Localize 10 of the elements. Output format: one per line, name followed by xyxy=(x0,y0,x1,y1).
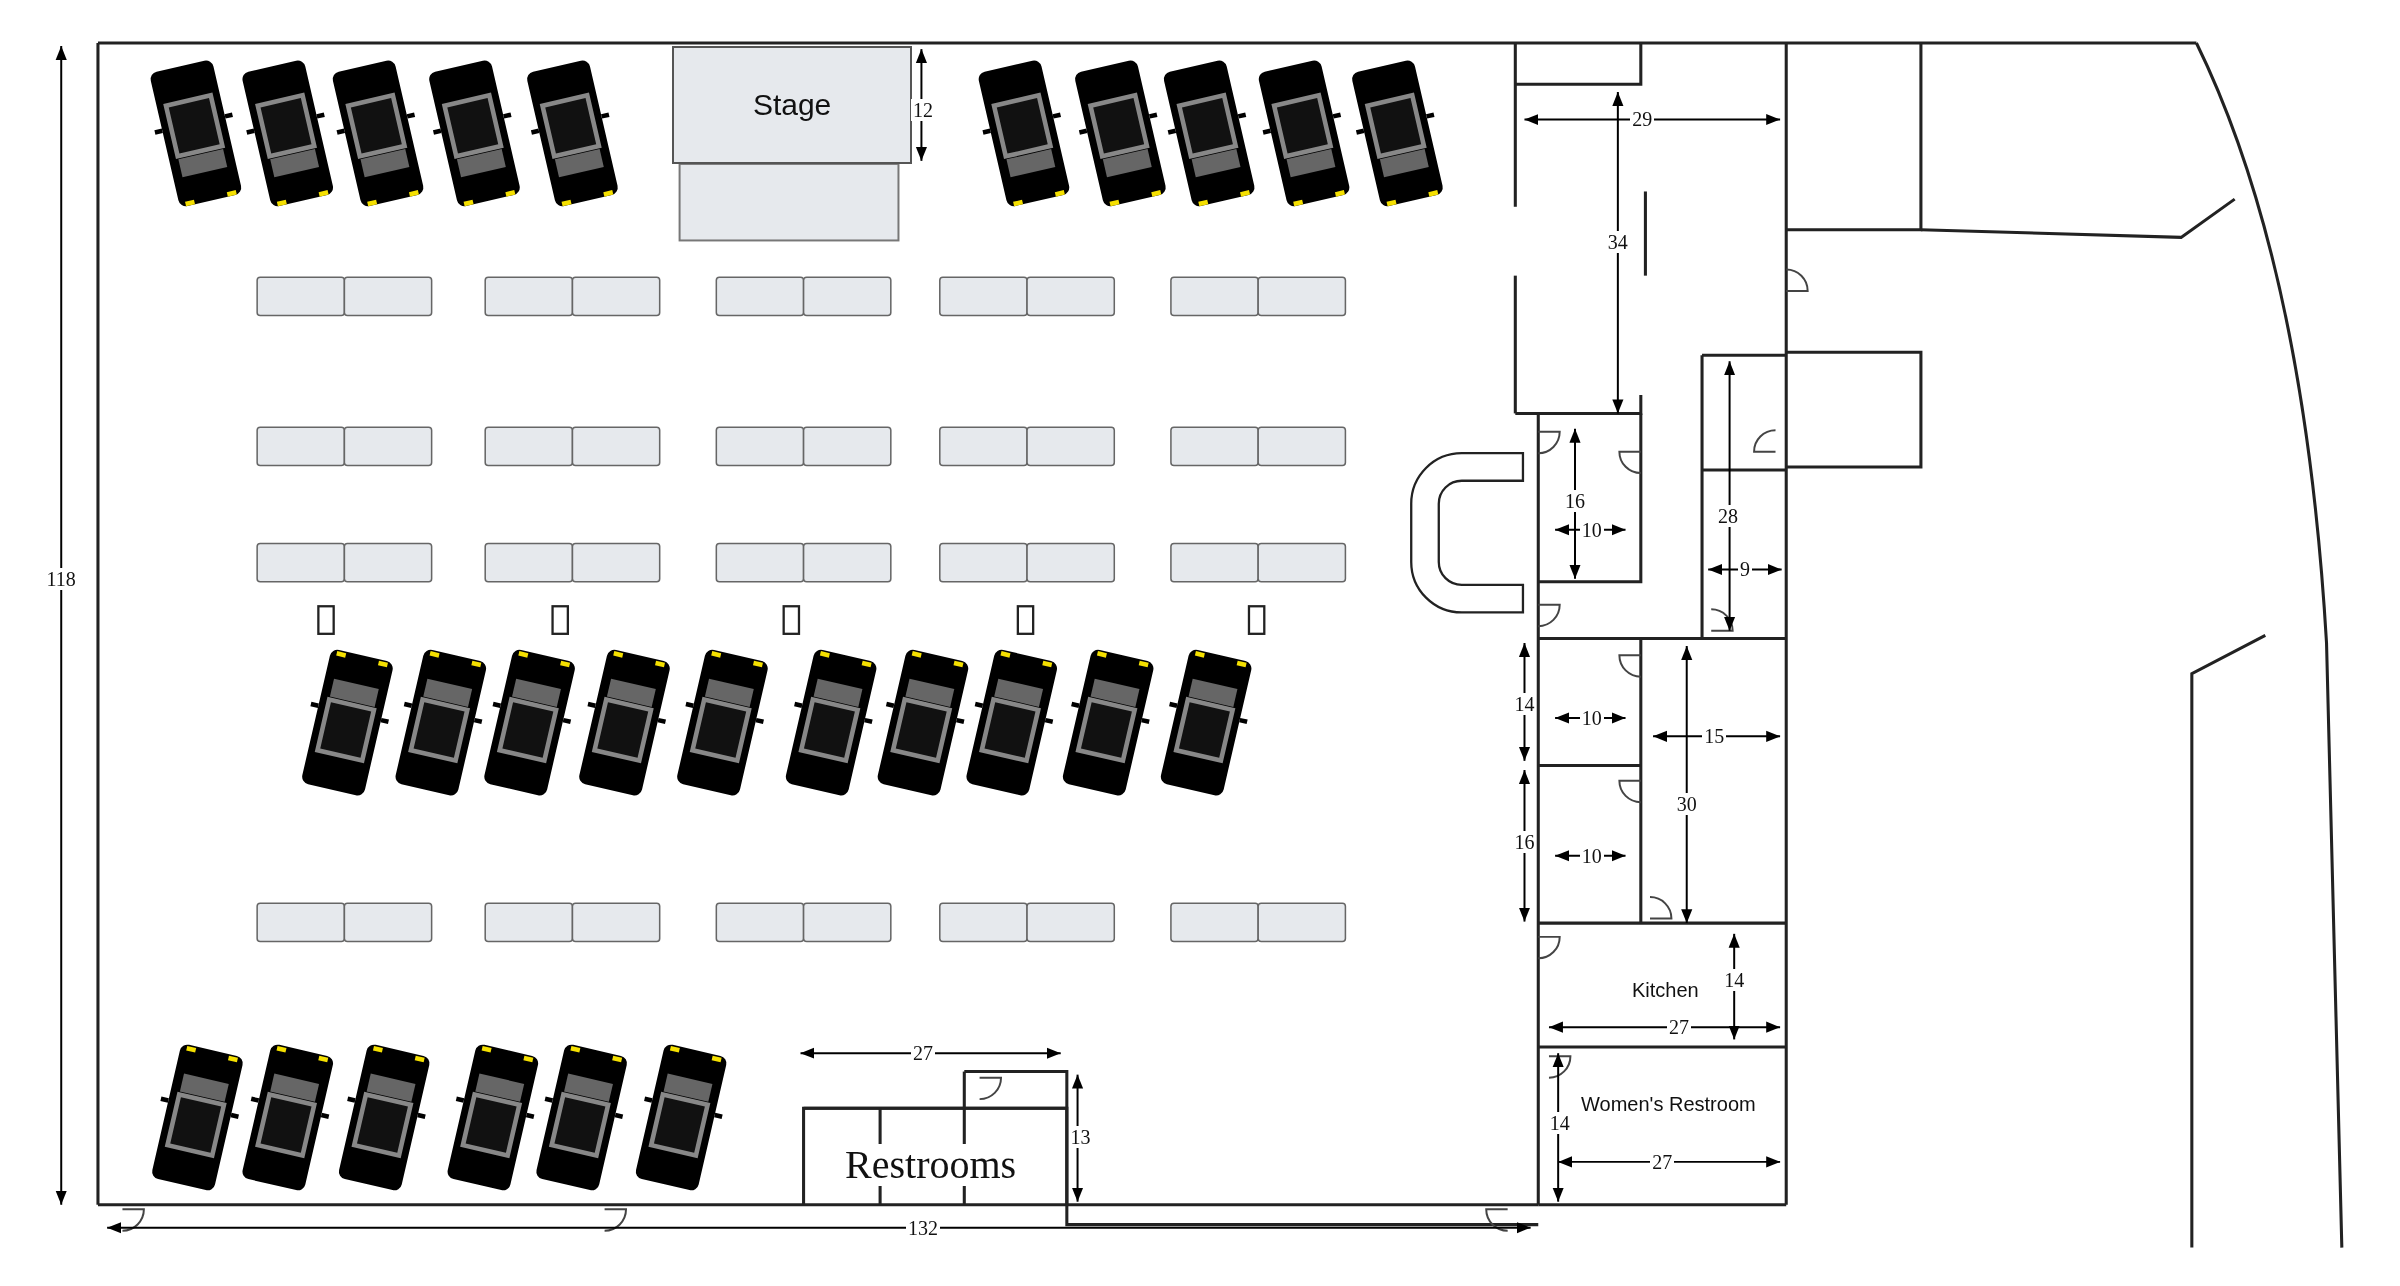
dimension-label: 12 xyxy=(910,99,935,122)
dimension-label: 30 xyxy=(1674,792,1699,815)
dimension-label: 34 xyxy=(1605,230,1630,253)
dimension-label: 16 xyxy=(1563,489,1587,512)
room-label: Kitchen xyxy=(1631,979,1699,1001)
room-label: Women's Restroom xyxy=(1581,1093,1756,1115)
room-label: Restrooms xyxy=(845,1143,1017,1186)
dimension-label: 28 xyxy=(1716,504,1741,527)
stage-label: Stage xyxy=(752,87,832,122)
stage-platform xyxy=(671,45,913,164)
